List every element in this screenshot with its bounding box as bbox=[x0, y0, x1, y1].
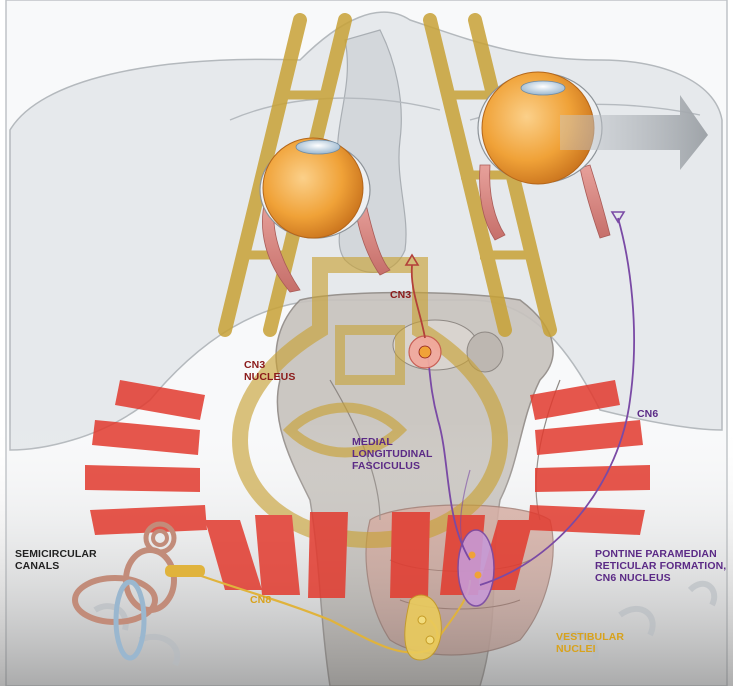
cn6-label: CN6 bbox=[637, 408, 658, 420]
cn3-label: CN3 bbox=[390, 289, 411, 301]
cn8-label: CN8 bbox=[250, 594, 271, 606]
pprf-cn6-nucleus bbox=[458, 530, 494, 606]
